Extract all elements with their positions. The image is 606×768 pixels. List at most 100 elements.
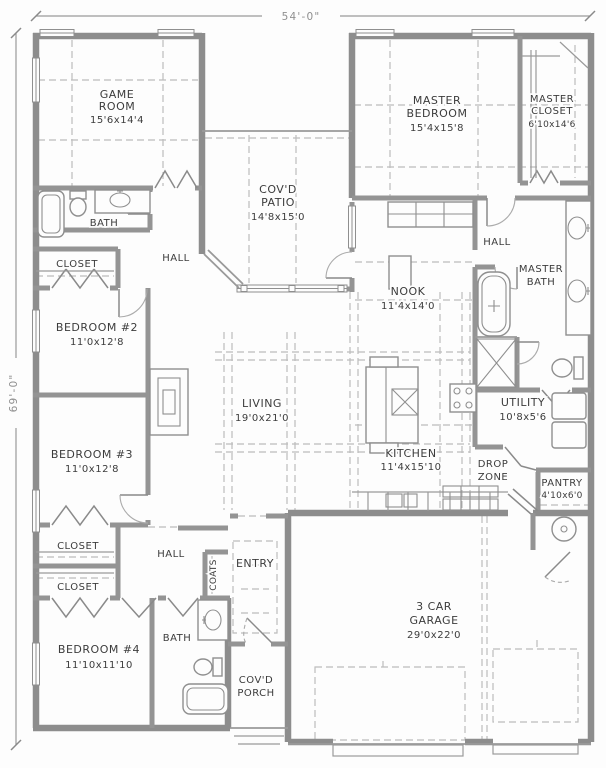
bath-lower-name: BATH: [163, 633, 192, 644]
fixtures: [36, 41, 592, 757]
room-label-game-room: GAME ROOM 15'6x14'4: [88, 86, 145, 128]
dimension-lines: [10, 10, 596, 751]
room-label-master-closet: MASTER CLOSET 6'10x14'6: [527, 92, 578, 132]
master-bedroom-dims: 15'4x15'8: [410, 123, 464, 134]
master-bedroom-name2: BEDROOM: [407, 107, 468, 120]
garage-name2: GARAGE: [409, 614, 458, 627]
room-label-pantry: PANTRY 4'10x6'0: [540, 476, 585, 503]
drop-zone-name: DROP: [478, 459, 509, 470]
room-label-hall-master: HALL: [481, 235, 512, 250]
room-label-utility: UTILITY 10'8x5'6: [498, 394, 548, 425]
covd-patio-dims: 14'8x15'0: [251, 212, 305, 223]
room-label-master-bath: MASTER BATH: [517, 262, 564, 290]
hall-upper-name: HALL: [162, 253, 190, 264]
covd-porch-name: COV'D: [239, 675, 273, 686]
covd-patio-name: COV'D: [259, 183, 297, 196]
room-label-closet-hall-upper: CLOSET: [55, 539, 100, 554]
kitchen-name: KITCHEN: [385, 447, 436, 460]
room-label-bedroom-4: BEDROOM #4 11'10x11'10: [56, 641, 141, 673]
bedroom-2-dims: 11'0x12'8: [70, 337, 124, 348]
kitchen-dims: 11'4x15'10: [381, 462, 442, 473]
wc-toilet-icon: [573, 356, 584, 380]
bedroom-3-dims: 11'0x12'8: [65, 464, 119, 475]
kitchen-sink-icon: [385, 493, 403, 508]
washer-icon: [551, 392, 587, 420]
master-bath-name: MASTER: [519, 264, 563, 275]
utility-dims: 10'8x5'6: [499, 412, 546, 423]
garage-dims: 29'0x22'0: [407, 630, 461, 641]
room-label-kitchen: KITCHEN 11'4x15'10: [379, 445, 443, 475]
utility-name: UTILITY: [501, 396, 545, 409]
pantry-dims: 4'10x6'0: [541, 491, 582, 501]
living-dims: 19'0x21'0: [235, 413, 289, 424]
range-icon: [449, 383, 477, 413]
closet-hall-lower-name: CLOSET: [57, 582, 99, 593]
room-label-bath-lower: BATH: [161, 631, 193, 646]
bedroom-4-name: BEDROOM #4: [58, 643, 140, 656]
pantry-name: PANTRY: [541, 478, 583, 489]
room-label-nook: NOOK 11'4x14'0: [379, 283, 436, 314]
room-label-garage: 3 CAR GARAGE 29'0x22'0: [405, 598, 462, 643]
toilet-icon: [212, 657, 223, 677]
entry-name: ENTRY: [236, 557, 274, 570]
covd-patio-name2: PATIO: [261, 196, 295, 209]
room-label-covd-patio: COV'D PATIO 14'8x15'0: [249, 181, 306, 225]
closet-shelving: [522, 41, 589, 178]
bathtub-icon: [182, 683, 229, 715]
fireplace-icon: [149, 368, 189, 436]
game-room-name: GAME: [100, 88, 135, 101]
room-label-entry: ENTRY: [234, 555, 275, 572]
drop-zone-name2: ZONE: [478, 472, 509, 483]
garage-name: 3 CAR: [416, 600, 452, 613]
drop-zone-bench-icon: [442, 485, 499, 511]
bedroom-3-name: BEDROOM #3: [51, 448, 133, 461]
game-room-dims: 15'6x14'4: [90, 115, 144, 126]
bathtub-icon: [37, 190, 65, 238]
room-label-bedroom-2: BEDROOM #2 11'0x12'8: [54, 319, 139, 350]
bedroom-2-name: BEDROOM #2: [56, 321, 138, 334]
closet-hall-upper-name: CLOSET: [57, 541, 99, 552]
room-label-closet-bedroom2: CLOSET: [54, 257, 99, 272]
dryer-icon: [551, 421, 587, 449]
dimension-labels: 54'-0" 69'-0": [7, 10, 321, 414]
shower-icon: [476, 338, 517, 388]
bedroom-4-dims: 11'10x11'10: [65, 660, 133, 671]
room-label-closet-hall-lower: CLOSET: [55, 580, 100, 595]
vanity-sink-icon: [94, 189, 151, 214]
kitchen-counter: [352, 491, 508, 511]
windows: [32, 29, 515, 686]
room-label-covd-porch: COV'D PORCH: [236, 673, 276, 701]
closet-bedroom2-name: CLOSET: [56, 259, 98, 270]
room-label-drop-zone: DROP ZONE: [476, 457, 510, 485]
hall-master-name: HALL: [483, 237, 511, 248]
overall-height-dimension: 69'-0": [8, 374, 20, 413]
room-labels: GAME ROOM 15'6x14'4 MASTER BEDROOM 15'4x…: [7, 10, 585, 701]
room-label-bath-upper: BATH: [88, 216, 120, 231]
covd-porch-name2: PORCH: [237, 688, 274, 699]
coats-name: COATS: [209, 559, 219, 590]
ceiling-dashed-lines: [36, 40, 589, 741]
master-bath-name2: BATH: [527, 277, 556, 288]
room-label-hall-lower: HALL: [155, 547, 186, 562]
living-name: LIVING: [242, 397, 282, 410]
window-seat-icon: [388, 255, 412, 290]
room-label-hall-upper: HALL: [160, 251, 191, 266]
room-label-master-bedroom: MASTER BEDROOM 15'4x15'8: [405, 92, 469, 136]
room-label-coats: COATS: [207, 558, 221, 593]
nook-name: NOOK: [391, 285, 426, 298]
hall-lower-name: HALL: [157, 549, 185, 560]
room-label-bedroom-3: BEDROOM #3 11'0x12'8: [49, 446, 134, 477]
game-room-name2: ROOM: [99, 100, 135, 113]
bath-upper-name: BATH: [90, 218, 119, 229]
master-closet-name2: CLOSET: [531, 106, 573, 117]
master-closet-dims: 6'10x14'6: [528, 120, 575, 130]
kitchen-island-icon: [365, 356, 419, 454]
master-closet-name: MASTER: [530, 94, 574, 105]
overall-width-dimension: 54'-0": [282, 11, 321, 23]
water-heater-icon: [551, 516, 577, 542]
doors: [51, 169, 571, 644]
nook-dims: 11'4x14'0: [381, 301, 435, 312]
room-label-living: LIVING 19'0x21'0: [233, 395, 290, 426]
